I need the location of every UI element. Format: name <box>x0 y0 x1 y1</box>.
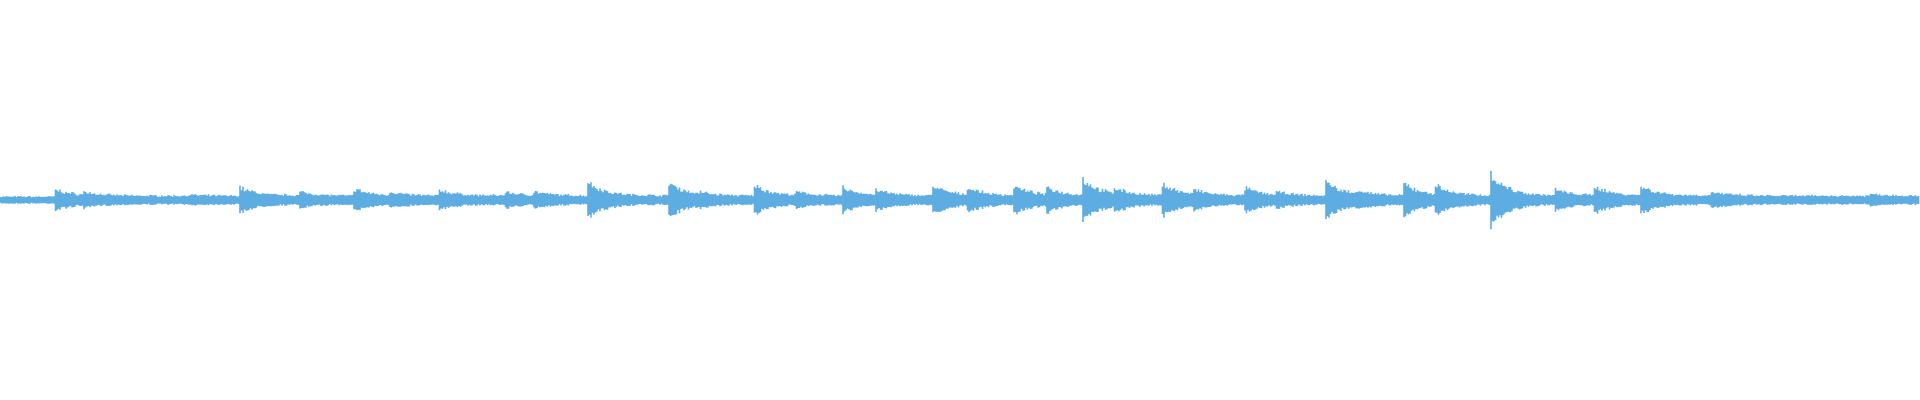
waveform-path <box>0 170 1920 230</box>
